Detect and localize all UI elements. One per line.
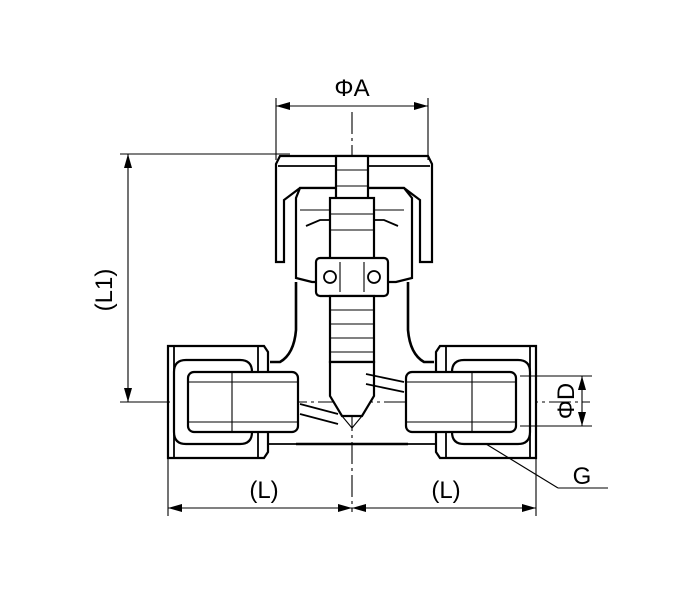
label-g: G — [573, 463, 592, 490]
label-l1: (L1) — [91, 269, 118, 312]
label-l-left: (L) — [249, 477, 278, 504]
dimension-l — [167, 458, 537, 516]
dimension-l1 — [120, 153, 290, 403]
label-phi-d: ΦD — [553, 383, 580, 419]
dimension-phi-a — [275, 98, 429, 160]
dimension-phi-d — [520, 375, 592, 427]
valve-stem — [314, 154, 390, 429]
label-phi-a: ΦA — [334, 75, 369, 102]
leader-g — [485, 443, 608, 489]
left-fitting-nut — [166, 344, 300, 460]
label-l-right: (L) — [431, 477, 460, 504]
right-fitting-nut — [404, 344, 538, 460]
